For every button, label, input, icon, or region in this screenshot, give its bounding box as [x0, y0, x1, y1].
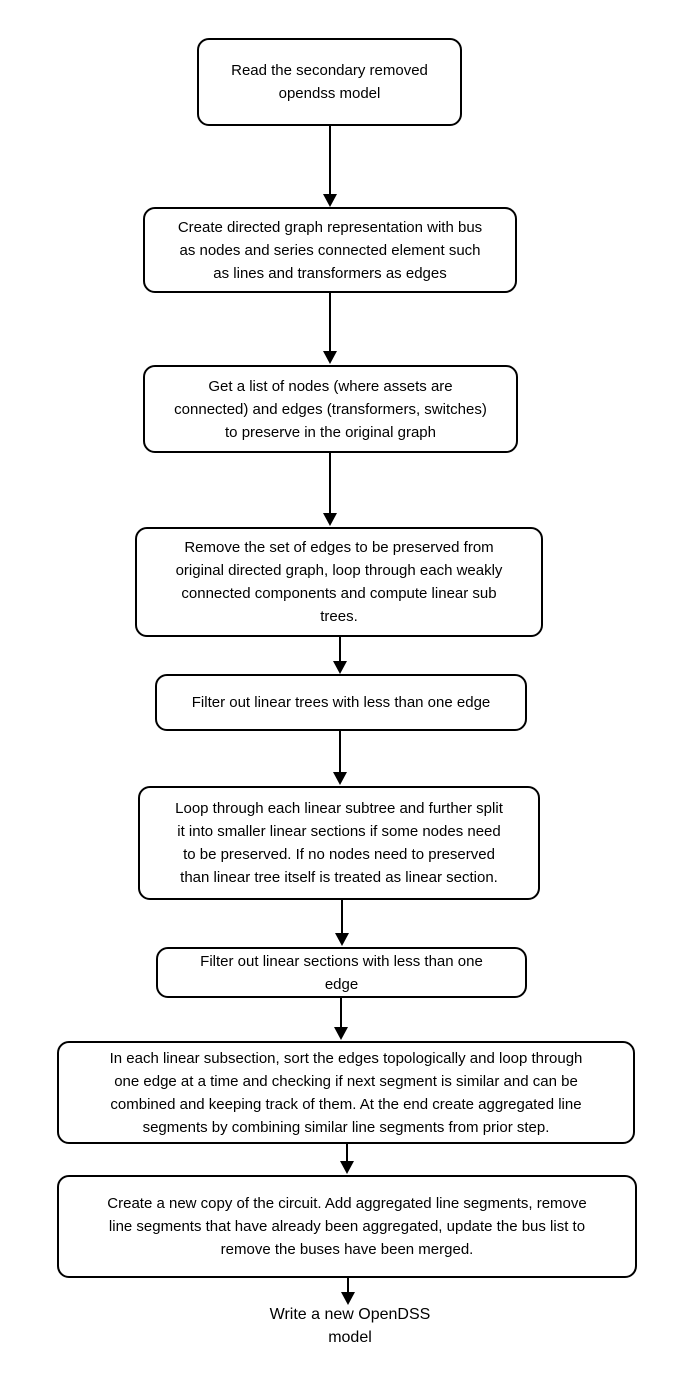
step-aggregate-line-segments: In each linear subsection, sort the edge… [57, 1041, 635, 1144]
step-filter-linear-sections: Filter out linear sections with less tha… [156, 947, 527, 998]
step-create-circuit-copy: Create a new copy of the circuit. Add ag… [57, 1175, 637, 1278]
step-create-directed-graph: Create directed graph representation wit… [143, 207, 517, 293]
step-list-preserve-nodes-edges: Get a list of nodes (where assets are co… [143, 365, 518, 453]
flow-arrow-4-down-icon [333, 637, 347, 674]
end-label-write-opendss-model: Write a new OpenDSS model [269, 1306, 431, 1346]
step-split-linear-subtrees: Loop through each linear subtree and fur… [138, 786, 540, 900]
step-read-secondary-model: Read the secondary removed opendss model [197, 38, 462, 126]
flow-arrow-8-down-icon [340, 1144, 354, 1174]
flow-arrow-1-down-icon [323, 126, 337, 207]
flow-arrow-6-down-icon [335, 900, 349, 946]
step-remove-preserved-edges: Remove the set of edges to be preserved … [135, 527, 543, 637]
flow-arrow-2-down-icon [323, 293, 337, 364]
flow-arrow-7-down-icon [334, 998, 348, 1040]
flow-arrow-9-down-icon [341, 1278, 355, 1305]
flow-arrow-3-down-icon [323, 453, 337, 526]
step-filter-linear-trees: Filter out linear trees with less than o… [155, 674, 527, 731]
flow-arrow-5-down-icon [333, 731, 347, 785]
